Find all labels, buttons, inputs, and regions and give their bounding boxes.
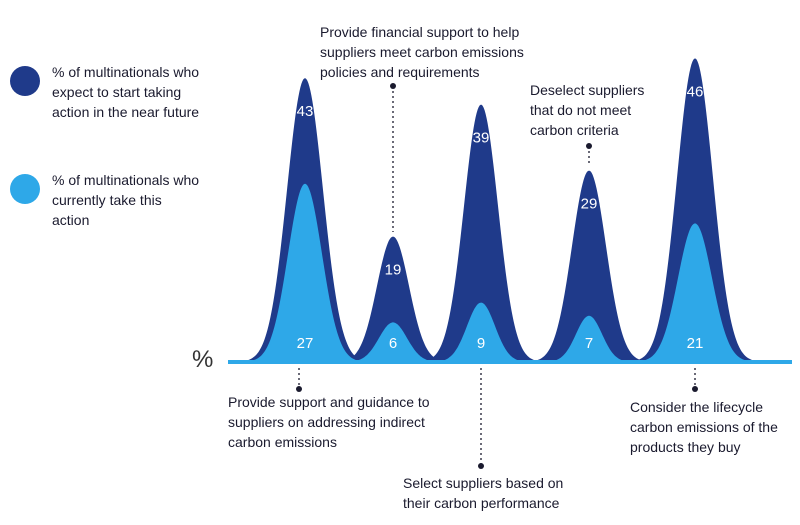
callout-financial-support: Provide financial support to help suppli… [320,24,524,80]
value-label-current-support-guidance: 27 [297,335,314,352]
y-axis-unit: % [192,346,214,373]
peak-expect-select-suppliers [409,104,552,362]
value-label-current-lifecycle-emissions: 21 [687,335,704,352]
value-label-expect-lifecycle-emissions: 46 [687,83,704,100]
leader-select-suppliers-dot [478,463,484,469]
value-label-expect-select-suppliers: 39 [473,130,490,147]
leader-deselect-suppliers-dot [586,143,592,149]
peak-current-select-suppliers [419,302,543,362]
leader-support-guidance-dot [296,386,302,392]
legend-label-current: % of multinationals who currently take t… [52,172,200,228]
peak-current-lifecycle-emissions [620,223,770,362]
value-label-current-financial-support: 6 [389,335,397,352]
callout-lifecycle-emissions: Consider the lifecycle carbon emissions … [630,399,778,455]
legend-label-expect: % of multinationals who expect to start … [52,64,200,120]
leader-financial-support-dot [390,83,396,89]
value-label-expect-deselect-suppliers: 29 [581,196,598,213]
value-label-expect-support-guidance: 43 [297,103,314,120]
peak-expect-deselect-suppliers [517,170,660,362]
legend-swatch-expect [10,66,40,96]
peak-current-support-guidance [230,183,380,362]
leader-lifecycle-emissions-dot [692,386,698,392]
peak-current-financial-support [331,322,455,362]
value-label-expect-financial-support: 19 [385,262,402,279]
peak-expect-financial-support [325,236,460,362]
legend-swatch-current [10,174,40,204]
value-label-current-deselect-suppliers: 7 [585,335,593,352]
callout-support-guidance: Provide support and guidance to supplier… [228,394,430,450]
value-label-current-select-suppliers: 9 [477,335,485,352]
callout-select-suppliers: Select suppliers based on their carbon p… [403,475,564,511]
peak-current-deselect-suppliers [531,315,646,362]
peak-expect-lifecycle-emissions [619,58,771,362]
callout-deselect-suppliers: Deselect suppliers that do not meet carb… [530,82,645,138]
baseline-band [228,360,792,364]
